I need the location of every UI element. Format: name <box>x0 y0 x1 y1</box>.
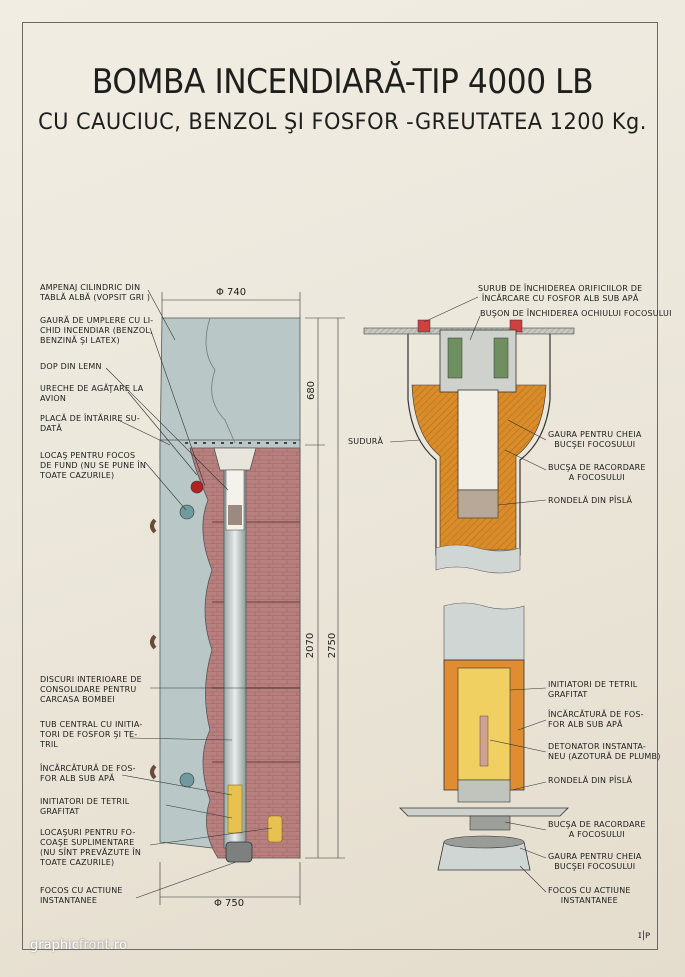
label-phosphorus-right: ÎNCĂRCĂTURĂ DE FOS- FOR ALB SUB APĂ <box>548 710 644 729</box>
label-filling-hole: GAURĂ DE UMPLERE CU LI- CHID INCENDIAR (… <box>40 316 154 345</box>
label-felt-washer-bottom: RONDELĂ DIN PÎSLĂ <box>548 776 633 785</box>
label-felt-washer-top: RONDELĂ DIN PÎSLĂ <box>548 496 633 505</box>
label-tetryl-initiators: INITIATORI DE TETRIL GRAFITAT <box>40 797 130 816</box>
leader-lines <box>105 289 547 899</box>
label-central-tube: TUB CENTRAL CU INITIA- TORI DE FOSFOR ŞI… <box>40 720 143 749</box>
dim-total-length: 2750 <box>327 632 339 659</box>
corner-mark: ɪ|ᴘ <box>638 930 651 941</box>
dim-bottom-diameter: Φ 750 <box>214 898 245 909</box>
label-detonator: DETONATOR INSTANTA- NEU (AZOTURĂ DE PLUM… <box>548 742 661 761</box>
dim-tail-length: 680 <box>306 380 318 401</box>
left-bomb-view <box>150 292 345 905</box>
label-welded-plate: PLACĂ DE ÎNTĂRIRE SU- DATĂ <box>40 414 140 433</box>
label-weld: SUDURĂ <box>348 437 384 446</box>
label-filling-screw: SURUB DE ÎNCHIDEREA ORIFICIILOR DE ÎNCĂR… <box>478 284 643 303</box>
label-wooden-plug: DOP DIN LEMN <box>40 362 102 371</box>
label-extra-fuse-seats: LOCAŞURI PENTRU FO- COAŞE SUPLIMENTARE (… <box>40 828 142 867</box>
nose-fuse-shape <box>225 841 253 863</box>
label-hanging-lug: URECHE DE AGĂŢARE LA AVION <box>40 384 144 403</box>
label-fuse-plug: BUŞON DE ÎNCHIDEREA OCHIULUI FOCOSULUI <box>480 309 672 318</box>
poster-frame <box>22 22 658 950</box>
label-coupling-bottom: BUCŞA DE RACORDARE A FOCOSULUI <box>548 820 646 839</box>
dim-top-diameter: Φ 740 <box>216 287 247 298</box>
label-instant-fuse-right: FOCOS CU ACTIUNE INSTANTANEE <box>548 886 631 905</box>
label-phosphorus-charge: ÎNCĂRCĂTURĂ DE FOS- FOR ALB SUB APĂ <box>40 764 136 783</box>
dim-body-length: 2070 <box>305 632 317 659</box>
label-base-fuse-seat: LOCAŞ PENTRU FOCOS DE FUND (NU SE PUNE Î… <box>40 451 147 480</box>
label-coupling-top: BUCŞA DE RACORDARE A FOCOSULUI <box>548 463 646 482</box>
label-key-hole-top: GAURA PENTRU CHEIA BUCŞEI FOCOSULUI <box>548 430 642 449</box>
right-bomb-sections <box>363 319 575 871</box>
watermark: graphicfront.ro <box>30 938 127 953</box>
label-tail-cylinder: AMPENAJ CILINDRIC DIN TABLĂ ALBĂ (VOPSIT… <box>40 283 151 302</box>
label-instant-fuse: FOCOS CU ACTIUNE INSTANTANEE <box>40 886 123 905</box>
poster-subtitle: CU CAUCIUC, BENZOL ŞI FOSFOR -GREUTATEA … <box>38 110 647 135</box>
label-key-hole-bottom: GAURA PENTRU CHEIA BUCŞEI FOCOSULUI <box>548 852 642 871</box>
label-inner-discs: DISCURI INTERIOARE DE CONSOLIDARE PENTRU… <box>40 675 142 704</box>
poster-title: BOMBA INCENDIARĂ-TIP 4000 LB <box>91 62 594 102</box>
label-tetryl-right: INITIATORI DE TETRIL GRAFITAT <box>548 680 638 699</box>
